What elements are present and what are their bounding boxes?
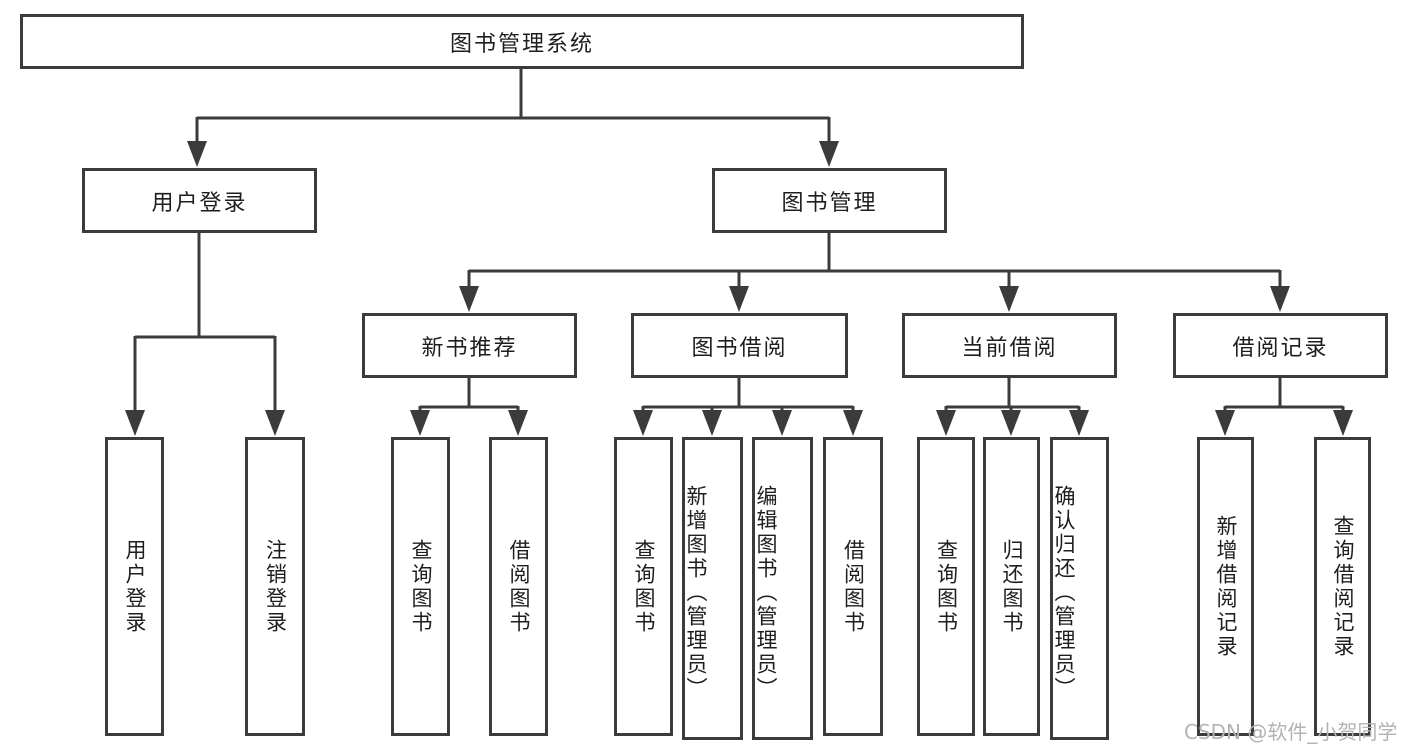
leaf-query-books-current-label: 查询图书 <box>934 538 959 635</box>
node-current-borrowing: 当前借阅 <box>902 313 1117 378</box>
leaf-query-books-recommend: 查询图书 <box>391 437 450 736</box>
leaf-add-borrow-record: 新增借阅记录 <box>1197 437 1254 736</box>
leaf-borrow-books-recommend-label: 借阅图书 <box>507 538 531 635</box>
leaf-query-borrow-record: 查询借阅记录 <box>1314 437 1371 736</box>
node-root-library-system: 图书管理系统 <box>20 14 1024 69</box>
leaf-confirm-return-admin: 确认归还（管理员） <box>1050 437 1109 740</box>
leaf-user-login: 用户登录 <box>105 437 164 736</box>
leaf-logout: 注销登录 <box>245 437 305 736</box>
node-book-management: 图书管理 <box>712 168 947 233</box>
leaf-query-books-borrowing: 查询图书 <box>614 437 673 736</box>
node-book-management-label: 图书管理 <box>781 190 878 216</box>
node-user-login-branch: 用户登录 <box>82 168 317 233</box>
leaf-confirm-return-admin-label: 确认归还（管理员） <box>1052 484 1076 701</box>
node-new-book-recommend-label: 新书推荐 <box>421 335 518 361</box>
leaf-borrow-books-borrowing: 借阅图书 <box>823 437 883 736</box>
leaf-query-books-current: 查询图书 <box>917 437 975 736</box>
node-user-login-label: 用户登录 <box>151 190 248 216</box>
leaf-add-book-admin: 新增图书（管理员） <box>682 437 743 740</box>
node-borrowing-records-label: 借阅记录 <box>1232 335 1329 361</box>
node-current-borrowing-label: 当前借阅 <box>961 335 1058 361</box>
leaf-logout-label: 注销登录 <box>263 538 288 635</box>
node-root-label: 图书管理系统 <box>449 31 594 57</box>
leaf-add-borrow-record-label: 新增借阅记录 <box>1214 514 1238 659</box>
leaf-borrow-books-recommend: 借阅图书 <box>489 437 548 736</box>
leaf-add-book-admin-label: 新增图书（管理员） <box>684 484 708 701</box>
node-book-borrowing: 图书借阅 <box>631 313 848 378</box>
leaf-borrow-books-borrowing-label: 借阅图书 <box>841 538 866 635</box>
leaf-edit-book-admin: 编辑图书（管理员） <box>752 437 813 740</box>
leaf-user-login-label: 用户登录 <box>123 538 147 635</box>
leaf-return-book-label: 归还图书 <box>1000 538 1024 635</box>
leaf-query-books-recommend-label: 查询图书 <box>409 538 433 635</box>
csdn-watermark: CSDN @软件_小贺同学 <box>1184 720 1398 744</box>
node-book-borrowing-label: 图书借阅 <box>691 335 788 361</box>
leaf-edit-book-admin-label: 编辑图书（管理员） <box>754 484 778 701</box>
node-new-book-recommend: 新书推荐 <box>362 313 577 378</box>
leaf-query-borrow-record-label: 查询借阅记录 <box>1331 514 1355 659</box>
leaf-query-books-borrowing-label: 查询图书 <box>632 538 656 635</box>
node-borrowing-records: 借阅记录 <box>1173 313 1388 378</box>
arrow-down-icons <box>125 141 1353 436</box>
leaf-return-book: 归还图书 <box>983 437 1040 736</box>
